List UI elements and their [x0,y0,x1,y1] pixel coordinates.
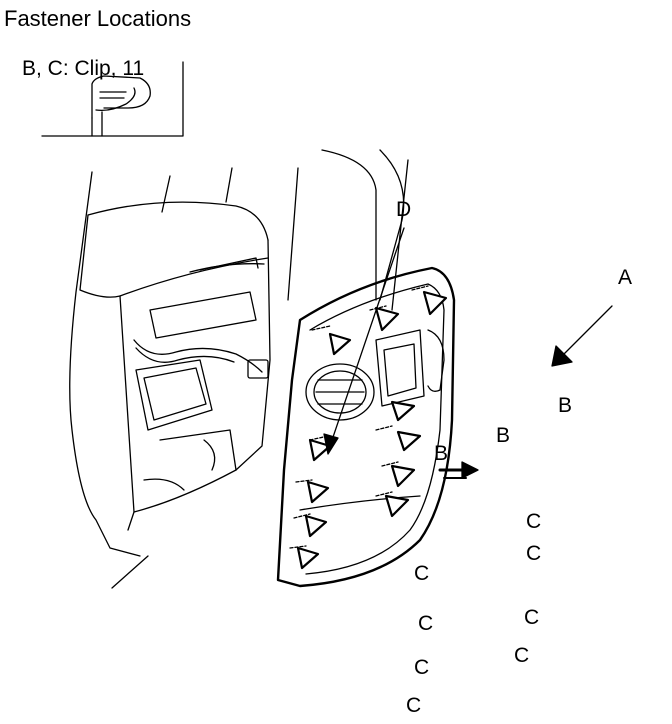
callout-c: C [526,542,541,565]
callout-c: C [418,612,433,635]
callout-c: C [414,656,429,679]
callout-d: D [396,198,411,221]
clip-detail-inset [41,61,184,137]
callout-c: C [524,606,539,629]
clip-marker [396,430,422,452]
page-title: Fastener Locations [4,6,192,31]
side-panel [276,266,456,588]
inset-label: B, C: Clip, 11 [22,57,145,80]
callout-c: C [526,510,541,533]
arrow-b [438,461,479,479]
clip-marker [384,494,410,518]
callout-b: B [558,394,572,417]
clip-markers [296,290,448,570]
clip-marker [308,438,332,462]
callout-c: C [414,562,429,585]
callout-b: B [496,424,510,447]
callout-b: B [434,442,448,465]
clip-marker [328,332,352,356]
callout-c: C [406,694,421,717]
wire-harness [133,339,269,379]
callout-c: C [514,644,529,667]
callout-a: A [618,266,632,289]
clip-marker [390,464,416,488]
clip-marker [374,306,400,332]
frame-lines [287,149,409,311]
clip-marker [390,400,416,422]
clip-marker [304,514,328,538]
arrow-a [551,305,613,367]
console-body [69,167,271,589]
clip-marker [422,290,448,316]
clip-marker [306,480,330,504]
clip-marker [296,546,320,570]
arrow-d [323,227,405,455]
